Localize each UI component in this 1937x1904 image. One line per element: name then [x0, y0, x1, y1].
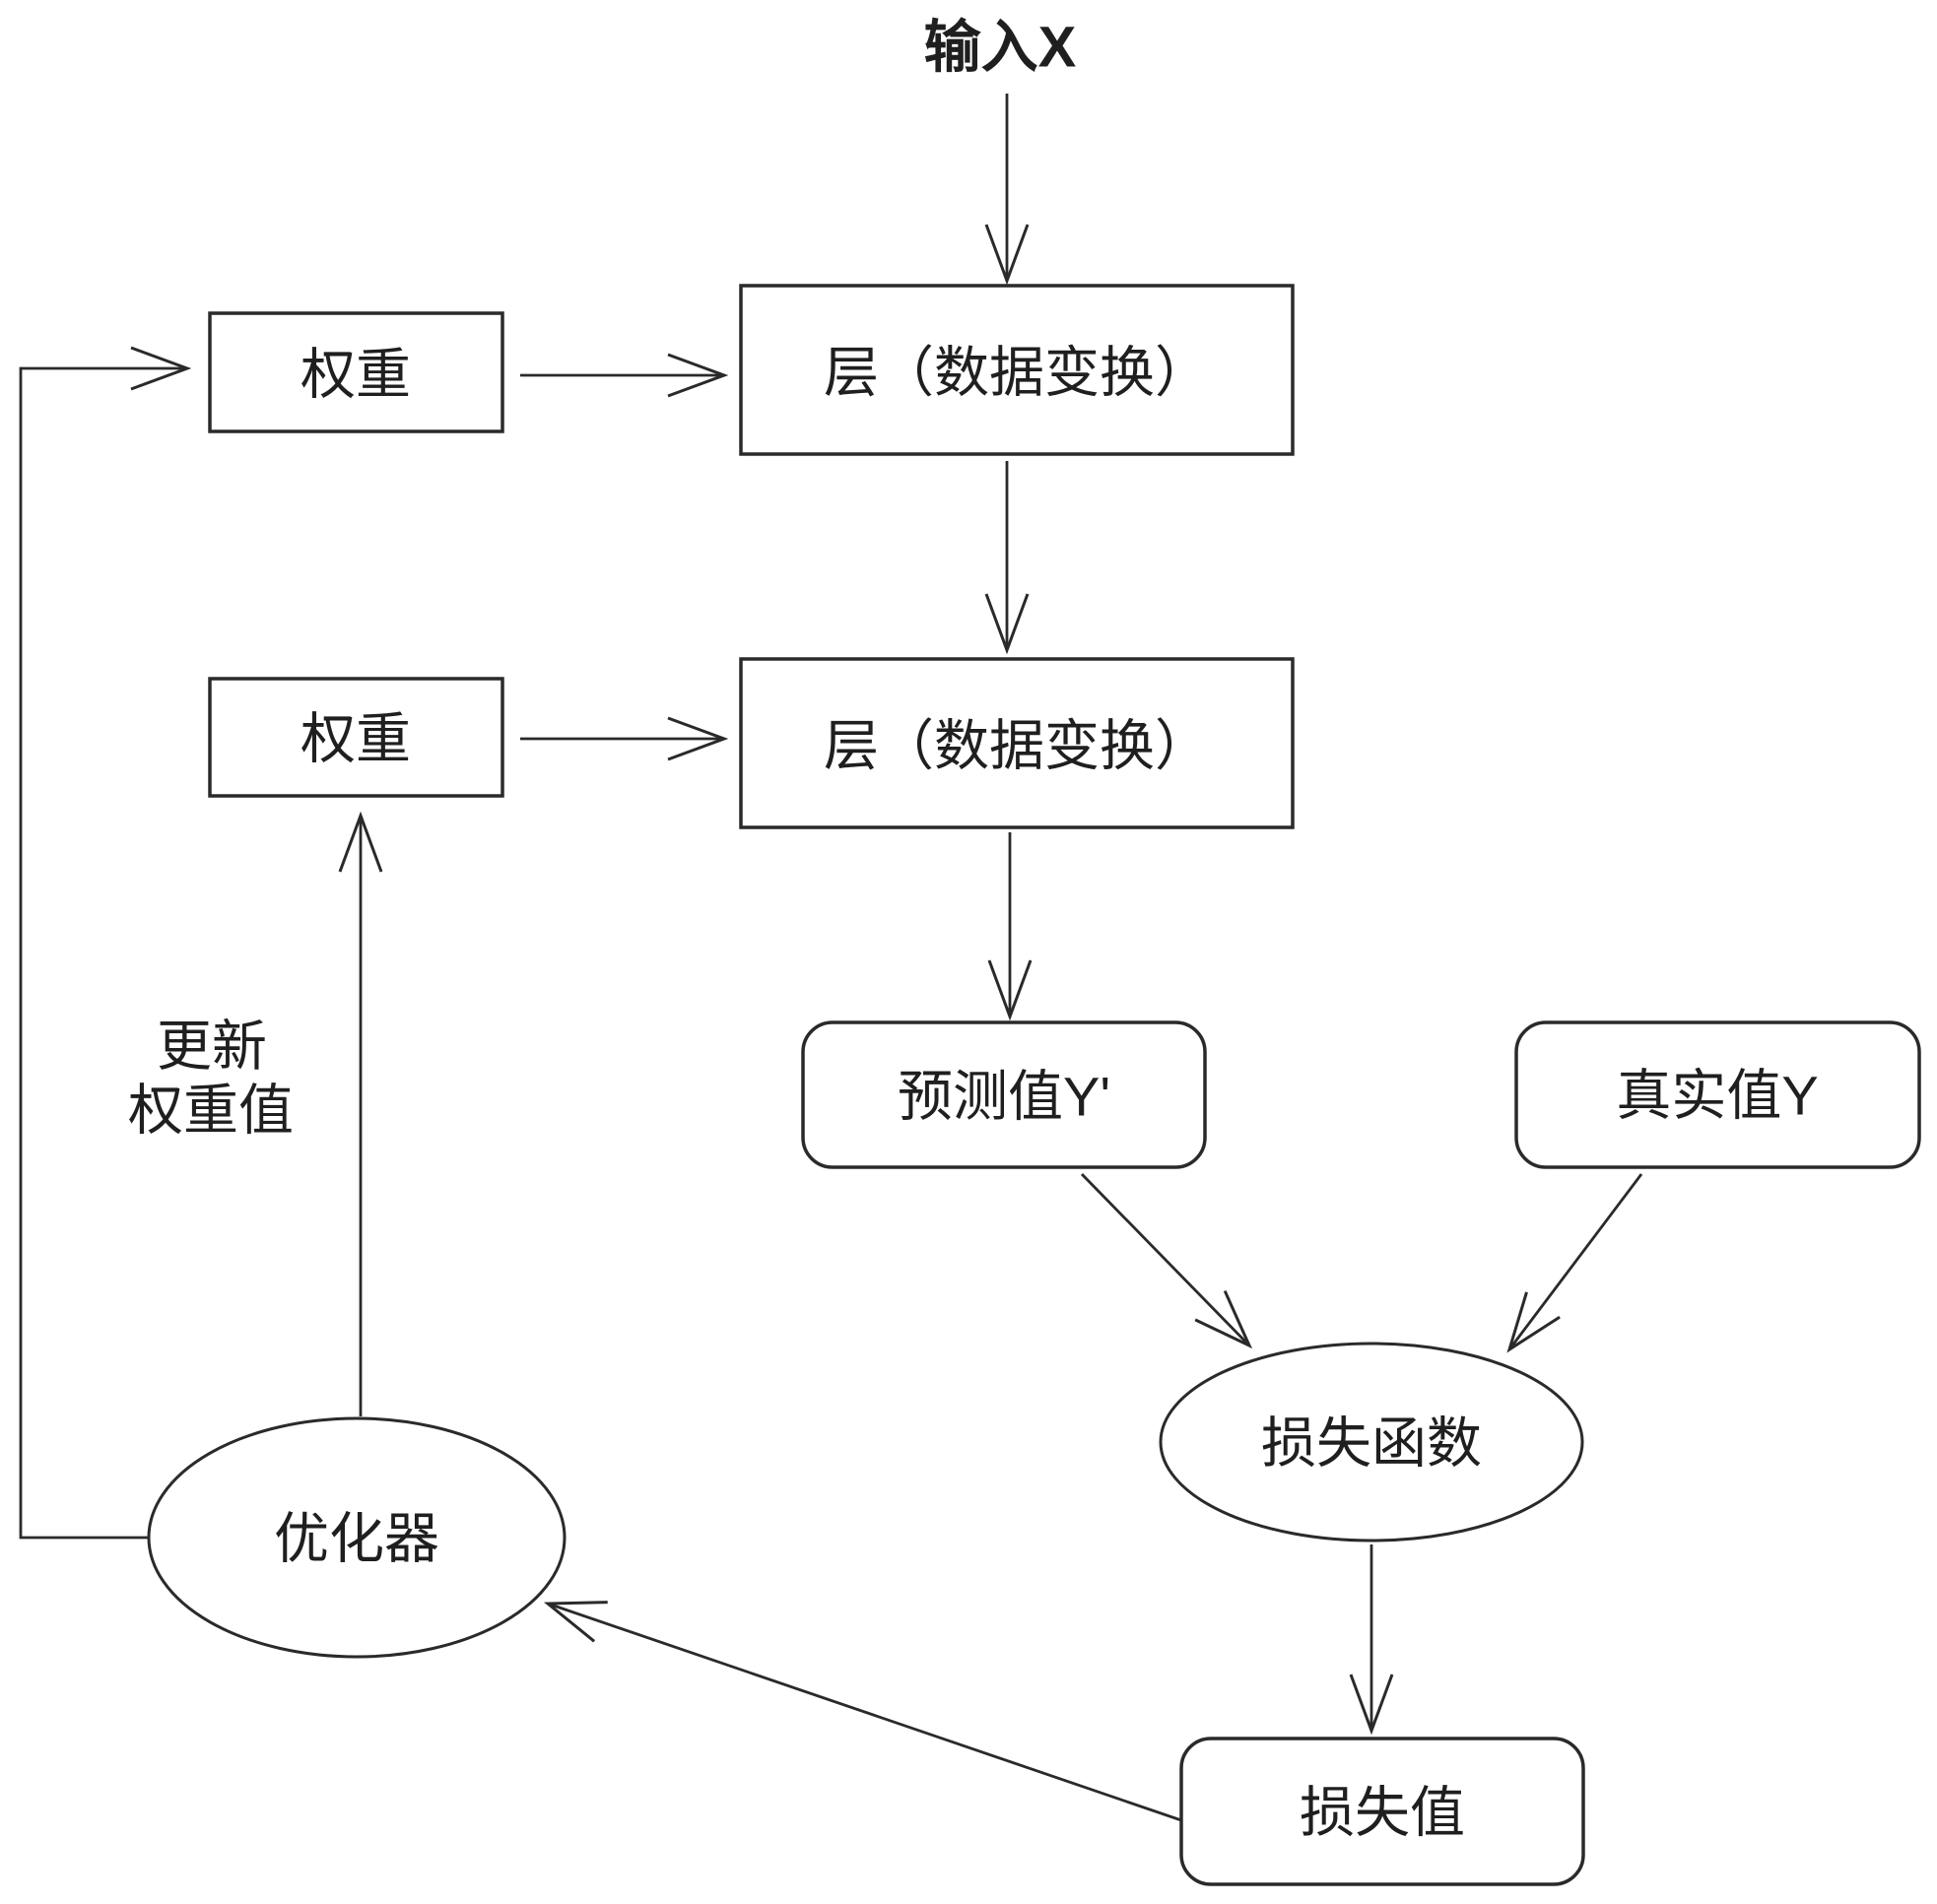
- input-x-label: 输入X: [924, 16, 1077, 80]
- loss-function-label: 损失函数: [1261, 1412, 1482, 1475]
- predicted-y-box: [801, 1020, 1207, 1169]
- weights-1-box: [208, 311, 504, 433]
- optimizer-ellipse: [147, 1416, 567, 1659]
- weights-2-label: 权重: [301, 708, 411, 770]
- node-true-y: 真实值Y: [1514, 1020, 1921, 1169]
- weights-2-box: [208, 677, 504, 798]
- layer-2-label: 层（数据变换）: [824, 715, 1210, 777]
- loss-value-label: 损失值: [1300, 1782, 1465, 1844]
- layer-1-label: 层（数据变换）: [824, 342, 1210, 404]
- node-loss-function: 损失函数: [1159, 1342, 1584, 1543]
- node-weights-1: 权重: [208, 311, 504, 433]
- node-predicted-y: 预测值Y': [801, 1020, 1207, 1169]
- predicted-y-label: 预测值Y': [898, 1066, 1110, 1128]
- optimizer-label: 优化器: [274, 1508, 439, 1570]
- loss-value-box: [1179, 1737, 1585, 1886]
- edge-loss-value-to-optimizer: [543, 1601, 1182, 1822]
- update-weights-line2: 权重值: [128, 1080, 294, 1142]
- weights-1-label: 权重: [301, 344, 411, 406]
- edge-true-to-loss-function: [1506, 1173, 1643, 1353]
- node-weights-2: 权重: [208, 677, 504, 798]
- true-y-box: [1514, 1020, 1921, 1169]
- update-weights-line1: 更新: [157, 1016, 267, 1078]
- edge-loop-optimizer-to-weights1: [19, 346, 192, 1540]
- layer-1-box: [739, 284, 1295, 456]
- edge-predicted-to-loss-function: [1080, 1173, 1253, 1349]
- update-weights-annotation: 更新 权重值: [128, 1016, 294, 1142]
- node-layer-2: 层（数据变换）: [739, 657, 1295, 829]
- node-optimizer: 优化器: [147, 1416, 567, 1659]
- true-y-label: 真实值Y: [1616, 1065, 1818, 1127]
- node-loss-value: 损失值: [1179, 1737, 1585, 1886]
- node-layer-1: 层（数据变换）: [739, 284, 1295, 456]
- layer-2-box: [739, 657, 1295, 829]
- loss-function-ellipse: [1159, 1342, 1584, 1543]
